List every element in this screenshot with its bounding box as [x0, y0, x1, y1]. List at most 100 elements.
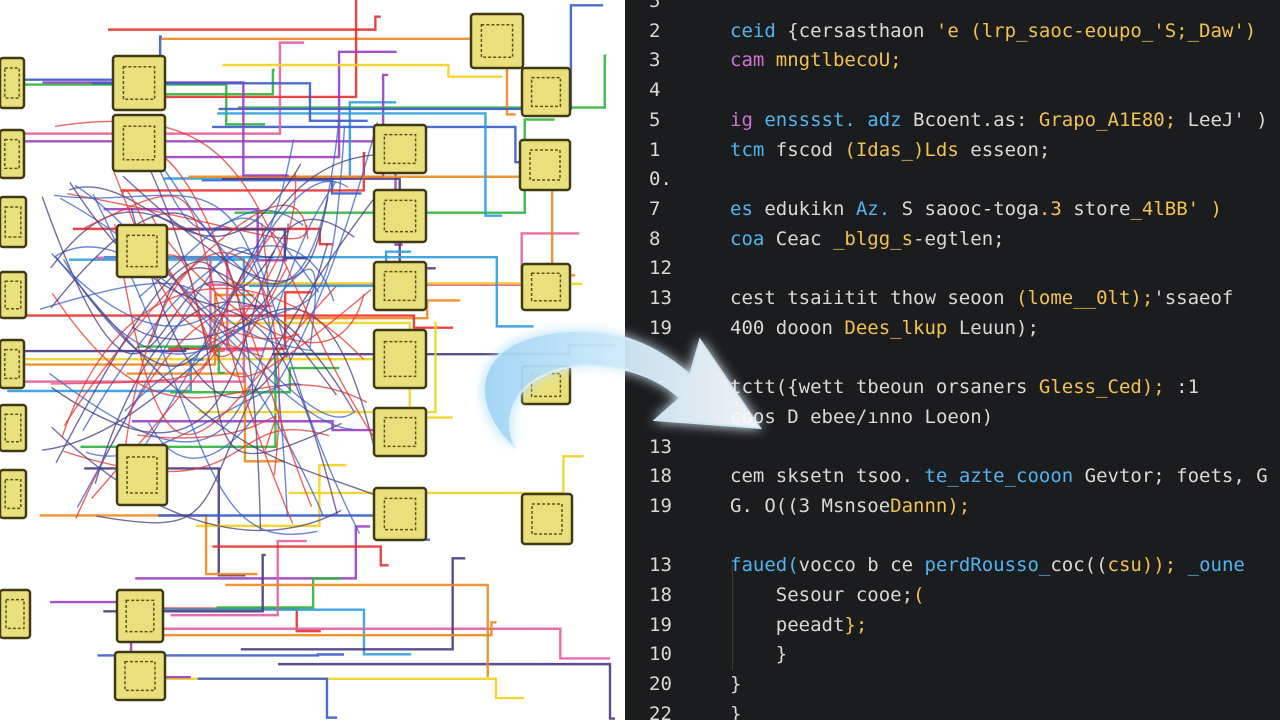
code-editor: 5 2 ceid {cersasthaon 'e (lrp_saoc-eoupo_'… [625, 0, 1280, 720]
tangled-wire [124, 126, 346, 412]
code-token: cooe; [855, 584, 914, 606]
code-token: {wett [787, 376, 856, 399]
code-token: -toga [981, 197, 1039, 220]
code-token: ceid [730, 19, 788, 42]
code-token: esseon; [970, 138, 1051, 161]
ic-chip-pattern [4, 348, 20, 380]
ic-chip-pattern [383, 416, 417, 448]
ic-chip-pattern [480, 24, 514, 58]
code-text: G. O((3 MsnsoeDannn); [730, 491, 970, 521]
code-token: thow [890, 287, 948, 309]
code-token: G. [730, 494, 765, 517]
code-line: coos D ebee/ınno Loeon) [625, 402, 1280, 432]
code-text: } [730, 669, 741, 699]
circuit-wire [7, 358, 204, 393]
code-token: coc(( [1050, 554, 1108, 577]
circuit-wire [158, 50, 397, 159]
code-token: tsoo. [855, 465, 925, 488]
circuit-wire [97, 653, 345, 657]
line-number: 2 [649, 19, 661, 42]
code-token: cam [730, 49, 776, 72]
tangled-wire [82, 154, 377, 367]
code-token: D [787, 405, 811, 428]
code-token: seoon [947, 287, 1016, 309]
ic-chip-icon [372, 328, 428, 390]
tangled-wire [136, 180, 349, 458]
code-token: saeof [1176, 287, 1245, 309]
ic-chip-icon [0, 195, 28, 249]
line-number: 18 [649, 465, 672, 488]
code-token: 'e [935, 19, 971, 42]
circuit-wire [205, 232, 580, 286]
ic-chip-pattern [124, 660, 156, 692]
code-token: ebee [810, 405, 856, 428]
code-line [625, 521, 1280, 551]
ic-chip-icon [520, 262, 572, 312]
ic-chip-pattern [126, 456, 158, 494]
circuit-wire [126, 372, 285, 463]
code-token: (lome_ [1016, 287, 1085, 309]
code-token: -egtlen; [913, 227, 1005, 250]
ic-chip-icon [115, 223, 169, 279]
line-number: 19 [649, 494, 672, 517]
code-token: .as: [981, 108, 1039, 131]
circuit-wire [22, 314, 454, 329]
code-line: 2 ceid {cersasthaon 'e (lrp_saoc-eoupo_'S… [625, 16, 1280, 46]
code-token: csu)); [1107, 554, 1188, 577]
line-number: 22 [649, 702, 672, 720]
circuit-wire [170, 366, 340, 394]
ic-chip-pattern [4, 67, 20, 99]
tangled-wire [50, 228, 278, 385]
code-token: LeeJ' ) [1187, 108, 1268, 131]
ic-chip-icon [372, 486, 428, 542]
code-text: 400 dooon Dees_lkup Leuun); [730, 313, 1039, 343]
circuit-wire [212, 545, 389, 567]
code-token: {cersasthaon [787, 19, 936, 42]
code-line: 19 G. O((3 MsnsoeDannn); [625, 491, 1280, 521]
circuit-wire [197, 677, 338, 719]
code-token: fscod [775, 138, 845, 161]
code-token: cest [730, 287, 788, 309]
circuit-wire [136, 677, 525, 700]
ic-chip-icon [0, 128, 26, 180]
code-token: Gles [1038, 376, 1085, 399]
code-text: ceid {cersasthaon 'e (lrp_saoc-eoupo_'S;… [730, 16, 1256, 46]
code-line: 13 [625, 432, 1280, 462]
tangled-wire [130, 207, 329, 399]
circuit-wire [135, 525, 371, 580]
tangled-wire [91, 171, 297, 499]
code-token: _4lBB' ) [1130, 197, 1222, 220]
ic-chip-pattern [126, 234, 158, 268]
code-token: coos [730, 405, 788, 428]
tangled-wire [122, 175, 329, 282]
ic-chip-icon [372, 123, 428, 175]
code-token: } [730, 673, 742, 696]
code-text: coa Ceac _blgg_s-egtlen; [730, 224, 1005, 254]
code-text: coos D ebee/ınno Loeon) [730, 402, 993, 432]
ic-chip-icon [372, 260, 428, 312]
code-token: edukikn [764, 197, 856, 220]
circuit-wire [217, 112, 503, 217]
ic-chip-icon [111, 54, 167, 112]
code-token: cooon [1016, 465, 1085, 488]
code-token: _oune [1187, 554, 1245, 577]
code-line: 5 [625, 0, 1280, 16]
tangled-wire [74, 184, 353, 430]
code-token: perdRousso_ [924, 554, 1051, 577]
code-line: 0. [625, 164, 1280, 194]
ic-chip-icon [520, 364, 572, 406]
code-token: peeadt [775, 613, 845, 636]
code-text: faued(vocco b ce perdRousso_coc((csu)); … [730, 550, 1245, 580]
code-token: ce [890, 554, 925, 577]
ic-chip-icon [372, 188, 428, 244]
code-token: Gevtor; [1084, 465, 1177, 488]
tangled-wire [138, 217, 320, 298]
code-token: O((3 [764, 494, 822, 517]
circuit-wire [161, 37, 516, 116]
code-token: foets, [1176, 465, 1257, 488]
ic-chip-icon [0, 403, 28, 453]
code-text: } [730, 639, 787, 669]
